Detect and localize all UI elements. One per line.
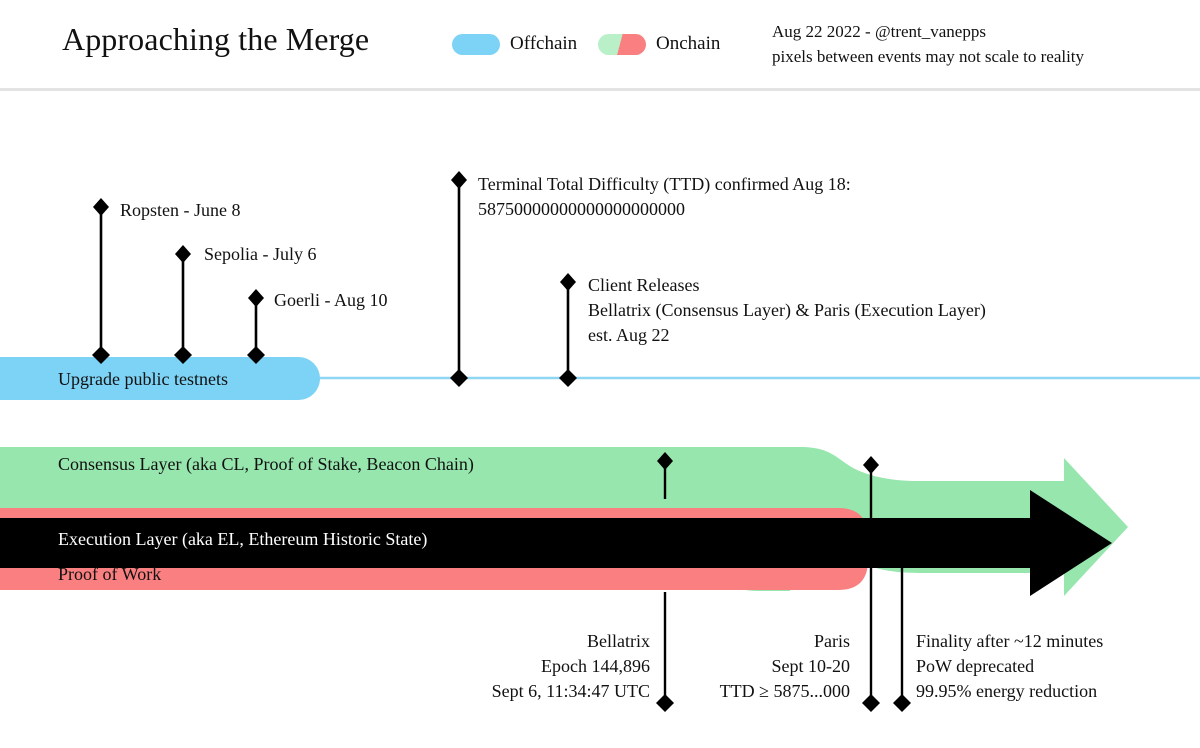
client-releases-headline: Client Releases bbox=[588, 275, 700, 295]
offchain-track-pill bbox=[0, 357, 320, 400]
bellatrix-name: Bellatrix bbox=[587, 631, 650, 651]
paris-date: Sept 10-20 bbox=[771, 656, 851, 676]
client-releases-date: est. Aug 22 bbox=[588, 325, 670, 345]
event-stem-paris bbox=[862, 456, 880, 712]
event-label-ropsten: Ropsten - June 8 bbox=[120, 200, 241, 220]
consensus-layer-label: Consensus Layer (aka CL, Proof of Stake,… bbox=[58, 454, 474, 474]
legend-swatch-onchain bbox=[598, 33, 646, 55]
post-merge-pow: PoW deprecated bbox=[916, 656, 1035, 676]
legend-label-offchain: Offchain bbox=[510, 33, 578, 54]
byline-date-author: Aug 22 2022 - @trent_vanepps bbox=[772, 22, 986, 41]
event-stem-client-releases bbox=[559, 273, 577, 387]
milestone-label-bellatrix: Bellatrix Epoch 144,896 Sept 6, 11:34:47… bbox=[460, 629, 650, 704]
event-stem-ttd bbox=[450, 171, 468, 387]
event-label-sepolia: Sepolia - July 6 bbox=[204, 244, 317, 264]
byline-meta: Aug 22 2022 - @trent_vanepps pixels betw… bbox=[772, 19, 1084, 69]
legend-label-onchain: Onchain bbox=[656, 33, 721, 54]
legend-item-onchain: Onchain bbox=[598, 33, 720, 55]
bellatrix-epoch: Epoch 144,896 bbox=[541, 656, 650, 676]
event-stem-ropsten bbox=[92, 198, 110, 364]
execution-layer-label: Execution Layer (aka EL, Ethereum Histor… bbox=[58, 529, 428, 549]
event-stem-goerli bbox=[247, 289, 265, 364]
event-label-goerli: Goerli - Aug 10 bbox=[274, 290, 388, 310]
header-divider bbox=[0, 88, 1200, 91]
proof-of-work-label: Proof of Work bbox=[58, 564, 162, 584]
client-releases-detail: Bellatrix (Consensus Layer) & Paris (Exe… bbox=[588, 300, 986, 320]
event-stem-sepolia bbox=[174, 245, 192, 364]
paris-name: Paris bbox=[814, 631, 850, 651]
ttd-headline: Terminal Total Difficulty (TTD) confirme… bbox=[478, 174, 851, 194]
consensus-layer-band bbox=[0, 447, 1128, 596]
offchain-track-label: Upgrade public testnets bbox=[58, 369, 228, 389]
post-merge-finality: Finality after ~12 minutes bbox=[916, 631, 1104, 651]
header-bar: Approaching the Merge Offchain Onchain A… bbox=[0, 0, 1200, 88]
milestone-label-post-merge: Finality after ~12 minutes PoW deprecate… bbox=[916, 629, 1103, 704]
byline-disclaimer: pixels between events may not scale to r… bbox=[772, 47, 1085, 66]
legend-swatch-offchain bbox=[452, 33, 500, 55]
event-stem-bellatrix bbox=[656, 452, 674, 712]
bellatrix-time: Sept 6, 11:34:47 UTC bbox=[491, 681, 650, 701]
post-merge-energy: 99.95% energy reduction bbox=[916, 681, 1098, 701]
event-label-client-releases: Client Releases Bellatrix (Consensus Lay… bbox=[588, 273, 986, 348]
page-title: Approaching the Merge bbox=[62, 21, 370, 57]
event-stem-post-merge bbox=[893, 552, 911, 712]
execution-layer-arrow bbox=[0, 490, 1112, 596]
milestone-label-paris: Paris Sept 10-20 TTD ≥ 5875...000 bbox=[700, 629, 850, 704]
legend-item-offchain: Offchain bbox=[452, 33, 577, 55]
ttd-value: 58750000000000000000000 bbox=[478, 199, 685, 219]
paris-ttd: TTD ≥ 5875...000 bbox=[719, 681, 850, 701]
event-label-ttd: Terminal Total Difficulty (TTD) confirme… bbox=[478, 172, 851, 222]
